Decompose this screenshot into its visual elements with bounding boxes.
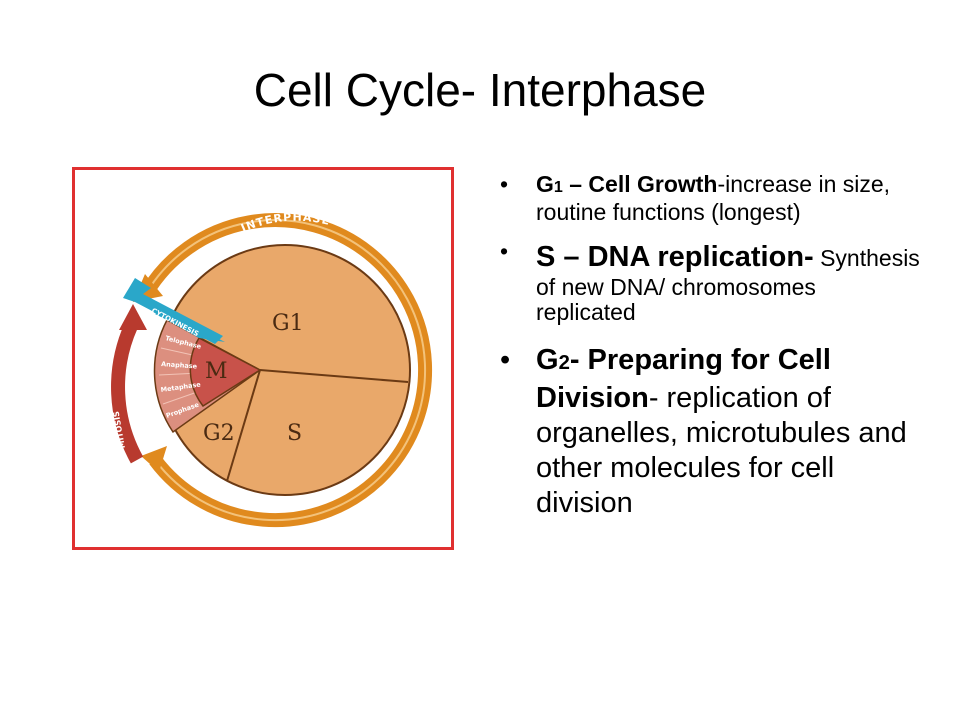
mitosis-arrowhead [119, 304, 147, 330]
bullet-g2: G2- Preparing for Cell Division- replica… [500, 343, 920, 521]
cell-cycle-diagram: INTERPHASE G1 S G2 M CYTOKINESIS MITOSIS… [72, 167, 454, 550]
divider-s-g2 [226, 369, 261, 482]
cytokinesis-arrow [123, 278, 223, 344]
mitosis-arrow [111, 323, 144, 464]
bullet-s-body: Synthesis of new DNA/ chromosomes replic… [536, 245, 920, 325]
bullet-s: S – DNA replication- Synthesis of new DN… [500, 239, 920, 325]
bullet-g1: G1 – Cell Growth-increase in size, routi… [500, 172, 920, 225]
ring-arrowhead-bottom [141, 446, 167, 472]
m-label: M [205, 359, 228, 384]
cell-cycle-svg: INTERPHASE G1 S G2 M CYTOKINESIS MITOSIS… [111, 211, 433, 528]
bullet-g1-head: G [536, 171, 554, 197]
s-label: S [287, 421, 302, 446]
g1-label: G1 [272, 311, 304, 336]
bullet-g1-sub: 1 [553, 178, 563, 196]
interphase-ring-inner [146, 219, 427, 522]
divider-g1-s [259, 369, 409, 383]
m-phase-wedge [189, 337, 262, 407]
slide-title: Cell Cycle- Interphase [253, 64, 707, 116]
bullet-g2-head: G [536, 344, 559, 376]
bullet-g2-head-rest: - Preparing for Cell Division [536, 344, 831, 414]
bullet-g2-sub: 2 [558, 352, 570, 374]
bullet-g1-body: -increase in size, routine functions (lo… [536, 171, 891, 225]
g2-label: G2 [203, 421, 235, 446]
bullet-g2-body: - replication of organelles, microtubule… [536, 382, 907, 519]
bullet-g1-head-rest: – Cell Growth [562, 171, 718, 197]
bullet-list: G1 – Cell Growth-increase in size, routi… [500, 172, 920, 521]
stage-anaphase: Anaphase [161, 360, 198, 371]
bullet-s-head: S – DNA replication- [536, 241, 814, 273]
